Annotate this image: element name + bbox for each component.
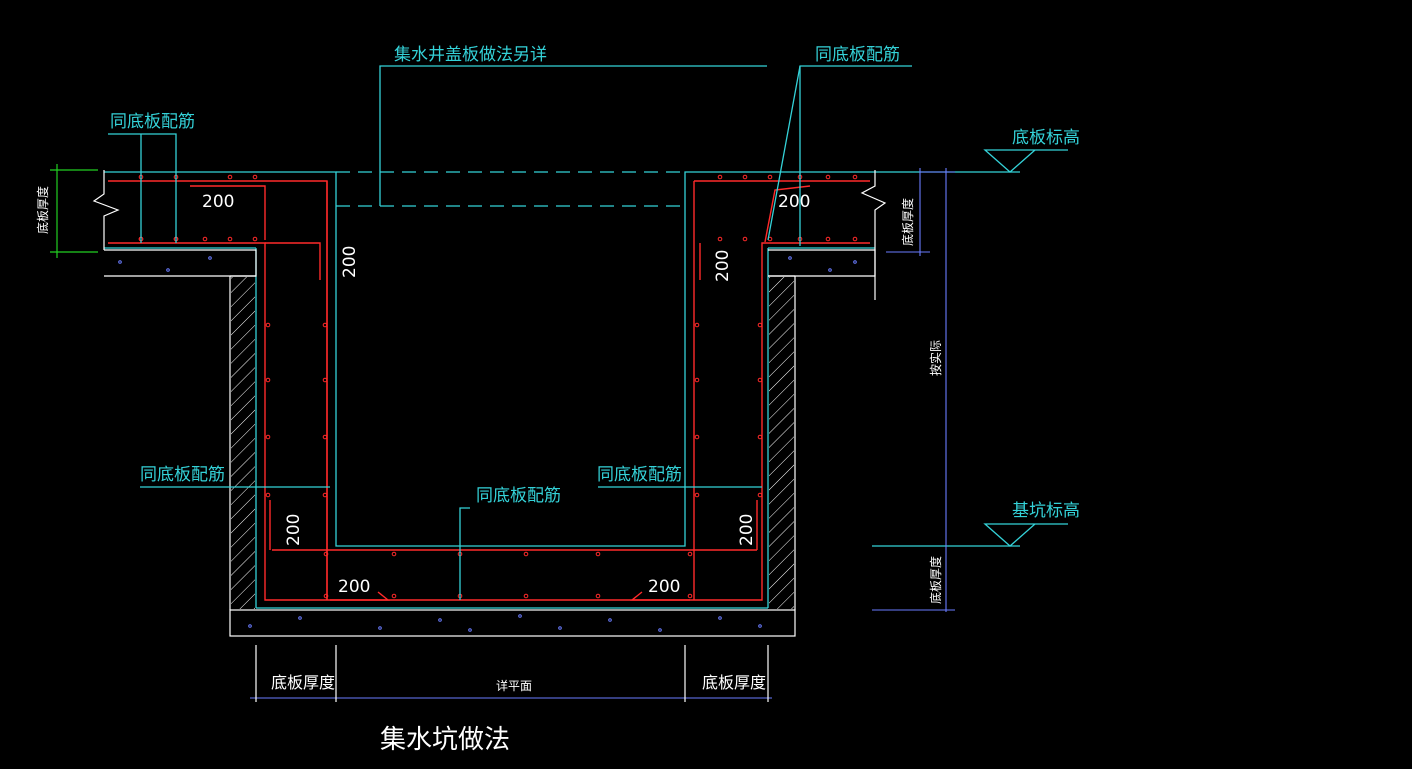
rebar-dot xyxy=(742,174,748,180)
rebar-dot xyxy=(717,174,723,180)
rebar-dot xyxy=(323,593,329,599)
rebar-dot xyxy=(202,236,208,242)
rebar-dot xyxy=(391,593,397,599)
rebar-dot xyxy=(825,174,831,180)
rebar-label-mid-left: 同底板配筋 xyxy=(140,465,225,485)
rebar-label-mid-right: 同底板配筋 xyxy=(597,465,682,485)
dim-depth-right: 按实际 xyxy=(928,340,943,376)
rebar-dot xyxy=(558,626,562,630)
rebar-dot xyxy=(166,268,170,272)
rebar-dot xyxy=(391,551,397,557)
dim-200-wall-left: 200 xyxy=(340,246,360,278)
rebar-dot xyxy=(757,492,763,498)
dim-200-top-left: 200 xyxy=(202,192,234,212)
rebar-dot xyxy=(658,628,662,632)
rebar-dot xyxy=(687,593,693,599)
dim-200-corner-right: 200 xyxy=(737,514,757,546)
rebar-dot xyxy=(118,260,122,264)
dim-200-top-right: 200 xyxy=(778,192,810,212)
dim-bottom-blue xyxy=(250,645,772,702)
dim-bottom-left: 底板厚度 xyxy=(271,673,335,692)
rebar-dot xyxy=(227,236,233,242)
rebar-dot xyxy=(438,618,442,622)
dim-200-bottom-left: 200 xyxy=(338,577,370,597)
rebar-dot xyxy=(742,236,748,242)
rebar-dot xyxy=(687,551,693,557)
rebar-dot xyxy=(227,174,233,180)
rebar-dot xyxy=(694,434,700,440)
rebar-dot xyxy=(718,616,722,620)
rebar-dot xyxy=(468,628,472,632)
rebar-dot xyxy=(694,377,700,383)
rebar-dot xyxy=(852,174,858,180)
rebar-dot xyxy=(322,377,328,383)
rebar-label-mid-center: 同底板配筋 xyxy=(476,486,561,506)
rebar-dot xyxy=(208,256,212,260)
rebar-dot xyxy=(323,551,329,557)
rebar-dot xyxy=(694,492,700,498)
dim-200-corner-left: 200 xyxy=(284,514,304,546)
dim-right-blue xyxy=(872,168,955,612)
dim-bottom-center: 详平面 xyxy=(496,678,532,693)
rebar-dot xyxy=(694,322,700,328)
rebar-dot xyxy=(757,434,763,440)
dim-thickness-pit: 底板厚度 xyxy=(928,556,943,604)
rebar-dot xyxy=(788,256,792,260)
leader-lines xyxy=(108,65,912,600)
elevation-label-pit: 基坑标高 xyxy=(1012,501,1080,521)
rebar-lines xyxy=(108,180,870,601)
rebar-dot xyxy=(518,614,522,618)
cushion-layer xyxy=(104,249,876,637)
cover-note-label: 集水井盖板做法另详 xyxy=(394,45,547,65)
rebar-dot xyxy=(608,618,612,622)
drawing-title: 集水坑做法 xyxy=(380,725,510,755)
rebar-dot xyxy=(322,434,328,440)
rebar-dot xyxy=(595,551,601,557)
rebar-dot xyxy=(595,593,601,599)
dim-thickness-right: 底板厚度 xyxy=(900,198,915,246)
rebar-dot xyxy=(757,377,763,383)
rebar-dot xyxy=(852,236,858,242)
rebar-dot xyxy=(298,616,302,620)
dim-200-wall-right: 200 xyxy=(713,250,733,282)
rebar-dot xyxy=(265,492,271,498)
rebar-dot xyxy=(523,551,529,557)
rebar-dot xyxy=(825,236,831,242)
rebar-dot xyxy=(757,322,763,328)
rebar-dot xyxy=(523,593,529,599)
rebar-dot xyxy=(717,236,723,242)
rebar-dot xyxy=(322,492,328,498)
rebar-dot xyxy=(265,377,271,383)
cushion-aggregate xyxy=(118,256,857,632)
dim-left-green xyxy=(50,164,98,258)
dim-200-bottom-right: 200 xyxy=(648,577,680,597)
dim-bottom-right: 底板厚度 xyxy=(702,673,766,692)
rebar-label-top-right: 同底板配筋 xyxy=(815,45,900,65)
rebar-dot xyxy=(322,322,328,328)
rebar-dot xyxy=(248,624,252,628)
wall-hatch-left xyxy=(231,277,794,609)
rebar-dot xyxy=(265,434,271,440)
rebar-dot xyxy=(252,236,258,242)
elevation-label-slab: 底板标高 xyxy=(1012,128,1080,148)
rebar-label-top-left: 同底板配筋 xyxy=(110,112,195,132)
rebar-dot xyxy=(767,174,773,180)
rebar-dot xyxy=(828,268,832,272)
rebar-dot xyxy=(265,322,271,328)
dim-thickness-left: 底板厚度 xyxy=(35,186,50,234)
rebar-dot xyxy=(252,174,258,180)
rebar-dot xyxy=(758,624,762,628)
pit-outline xyxy=(104,171,1020,609)
rebar-dot xyxy=(853,260,857,264)
break-line-icon xyxy=(92,170,887,300)
rebar-dot xyxy=(378,626,382,630)
